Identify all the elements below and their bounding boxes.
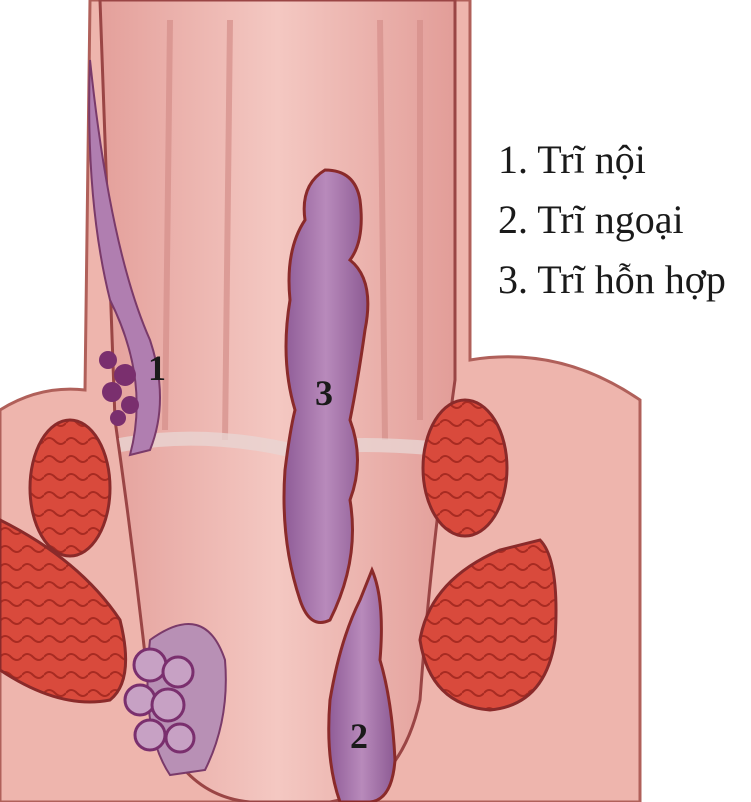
sphincter-muscle-right-upper bbox=[423, 400, 507, 536]
legend-item-external: 2. Trĩ ngoại bbox=[498, 190, 726, 250]
legend-item-mixed: 3. Trĩ hỗn hợp bbox=[498, 250, 726, 310]
lower-left-cluster bbox=[125, 649, 194, 752]
marker-mixed-hemorrhoid: 3 bbox=[315, 373, 333, 413]
legend: 1. Trĩ nội 2. Trĩ ngoại 3. Trĩ hỗn hợp bbox=[498, 130, 726, 310]
legend-item-internal: 1. Trĩ nội bbox=[498, 130, 726, 190]
marker-external-hemorrhoid: 2 bbox=[350, 716, 368, 756]
marker-internal-hemorrhoid: 1 bbox=[148, 348, 166, 388]
sphincter-muscle-left-upper bbox=[30, 420, 110, 556]
